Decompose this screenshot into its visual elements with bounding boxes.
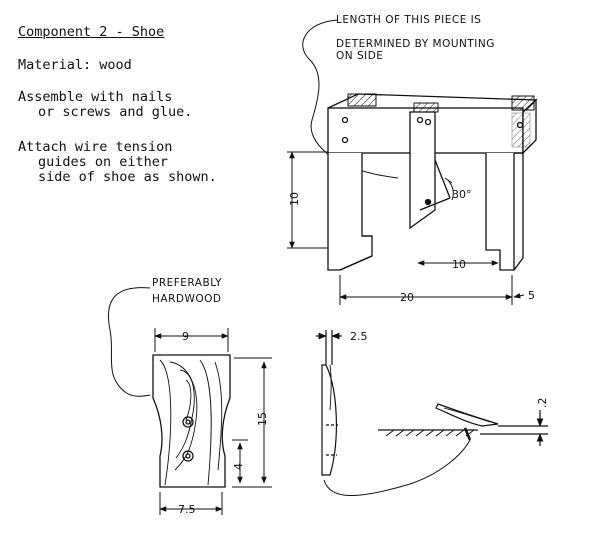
dim-depth-5: 5 [528, 289, 535, 302]
hardwood-callout-line-2: HARDWOOD [152, 293, 222, 305]
length-callout-line-2: DETERMINED BY MOUNTING [336, 38, 495, 50]
dim-top-9: 9 [182, 330, 189, 343]
shoe-side-view [316, 330, 471, 497]
attach-note-line-3: side of shoe as shown. [38, 169, 217, 185]
dim-height-15: 15 [256, 412, 269, 426]
attach-note-line-1: Attach wire tension [18, 139, 173, 155]
length-callout-line-1: LENGTH OF THIS PIECE IS [336, 14, 482, 26]
ground-detail-view [378, 403, 548, 446]
length-callout-line-3: ON SIDE [336, 50, 384, 62]
assemble-note-line-1: Assemble with nails [18, 89, 173, 105]
assemble-note-line-2: or screws and glue. [38, 104, 193, 120]
dim-thick-2-5: 2.5 [350, 330, 368, 343]
dim-width-10: 10 [452, 258, 466, 271]
dim-height-4: 4 [232, 463, 245, 470]
assembly-view [302, 19, 538, 271]
dim-height-10: 10 [288, 192, 301, 206]
dim-width-20: 20 [400, 291, 414, 304]
component-title: Component 2 - Shoe [18, 24, 165, 40]
shoe-front-view [107, 287, 231, 488]
dim-rise-2: .2 [536, 398, 549, 409]
dim-bottom-7-5: 7.5 [178, 503, 196, 516]
hardwood-callout-line-1: PREFERABLY [152, 277, 223, 289]
dim-angle-30: 30° [452, 188, 472, 201]
material-note: Material: wood [18, 57, 132, 73]
attach-note-line-2: guides on either [38, 154, 169, 170]
